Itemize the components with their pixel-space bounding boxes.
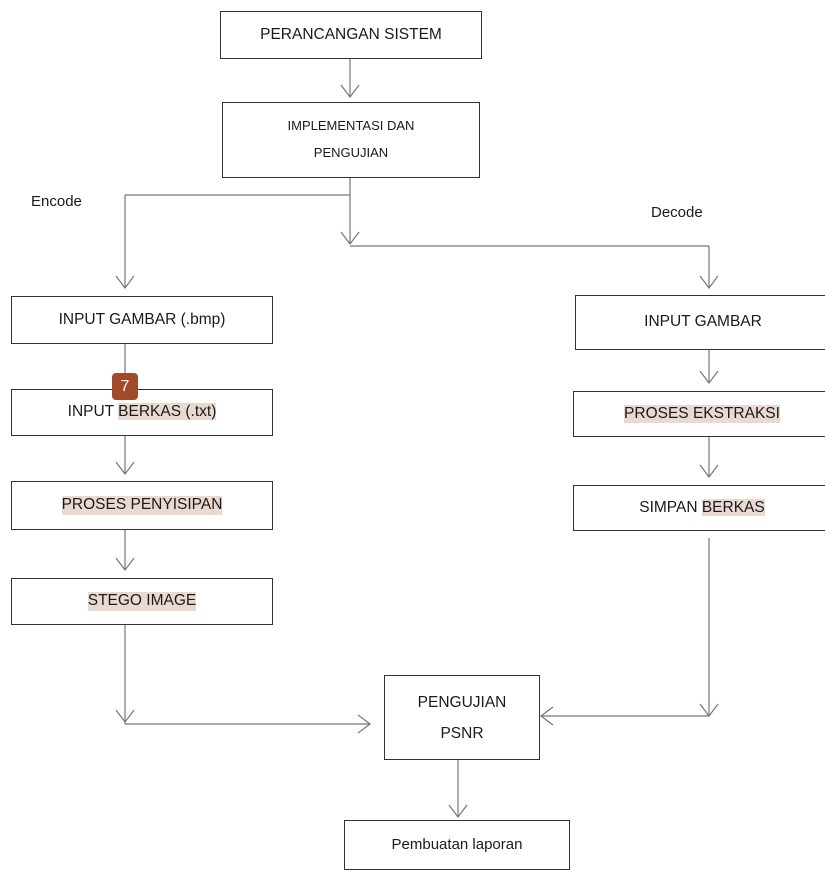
arrowhead-enc-3 (115, 557, 135, 571)
box-dec-proses-ekstraksi: PROSES EKSTRAKSI (573, 391, 825, 437)
box-dec-simpan-highlight: BERKAS (701, 498, 765, 516)
box-pembuatan-laporan: Pembuatan laporan (344, 820, 570, 870)
arrowhead-laporan (448, 804, 468, 818)
box-enc-stego-label: STEGO IMAGE (87, 592, 197, 611)
box-enc-input-berkas-highlight: BERKAS (.txt) (118, 403, 217, 421)
arrowhead-encode (115, 275, 135, 289)
box-perancangan-label: PERANCANGAN SISTEM (260, 25, 442, 43)
box-laporan-label: Pembuatan laporan (391, 836, 523, 853)
box-enc-input-berkas-prefix: INPUT (67, 403, 119, 421)
arrowhead-psnr-left (357, 714, 371, 734)
box-enc-input-berkas-label: INPUT BERKAS (.txt) (68, 403, 217, 422)
box-pengujian-psnr: PENGUJIAN PSNR (384, 675, 540, 760)
annotation-badge: 7 (112, 373, 138, 400)
box-perancangan-sistem: PERANCANGAN SISTEM (220, 11, 482, 59)
label-encode: Encode (31, 193, 82, 210)
label-decode: Decode (651, 204, 703, 221)
arrowhead-split (340, 231, 360, 245)
arrowhead-decode (699, 275, 719, 289)
box-dec-input-gambar: INPUT GAMBAR (575, 295, 825, 350)
box-psnr-line2: PSNR (440, 724, 484, 742)
box-enc-proses-penyisipan: PROSES PENYISIPAN (11, 481, 273, 530)
box-implementasi-pengujian: IMPLEMENTASI DAN PENGUJIAN (222, 102, 480, 178)
box-implementasi-line2: PENGUJIAN (313, 145, 389, 160)
box-dec-input-gambar-label: INPUT GAMBAR (644, 313, 762, 331)
box-enc-stego-image: STEGO IMAGE (11, 578, 273, 625)
arrowhead-enc-2 (115, 461, 135, 475)
arrowhead-top (340, 84, 360, 98)
box-implementasi-line1: IMPLEMENTASI DAN (287, 118, 415, 134)
arrowhead-stego-down (115, 709, 135, 723)
arrowhead-dec-1 (699, 370, 719, 384)
box-dec-proses-label: PROSES EKSTRAKSI (624, 404, 780, 424)
box-enc-input-berkas: INPUT BERKAS (.txt) (11, 389, 273, 436)
box-psnr-line1: PENGUJIAN (417, 693, 507, 711)
box-enc-input-gambar-label: INPUT GAMBAR (.bmp) (58, 310, 226, 328)
arrowhead-psnr-right (540, 706, 554, 726)
box-dec-simpan-berkas: SIMPAN BERKAS (573, 485, 825, 531)
box-enc-proses-label: PROSES PENYISIPAN (61, 496, 223, 515)
box-enc-input-gambar: INPUT GAMBAR (.bmp) (11, 296, 273, 344)
box-dec-simpan-label: SIMPAN BERKAS (639, 498, 765, 518)
box-dec-simpan-prefix: SIMPAN (639, 498, 702, 516)
arrowhead-dec-2 (699, 464, 719, 478)
